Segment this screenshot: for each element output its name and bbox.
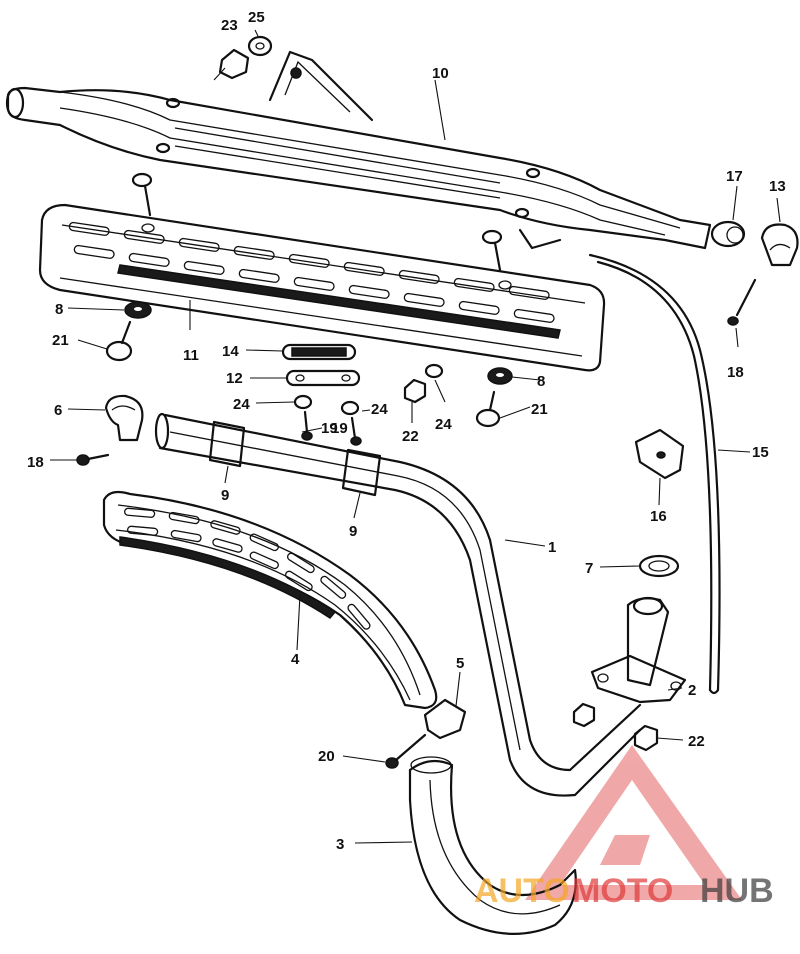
callout-5: 5 bbox=[456, 655, 464, 672]
callout-labels: 1 2 3 4 5 6 7 8 8 9 9 10 11 12 13 14 15 … bbox=[27, 9, 786, 853]
callout-13: 13 bbox=[769, 178, 786, 195]
callout-22-upper: 22 bbox=[402, 428, 419, 445]
tail-sleeve bbox=[710, 220, 746, 248]
pipe-bands bbox=[208, 420, 382, 497]
exhaust-flange bbox=[590, 596, 687, 704]
callout-3: 3 bbox=[336, 836, 344, 853]
callout-15: 15 bbox=[752, 444, 769, 461]
cap-nut bbox=[213, 48, 250, 81]
watermark-inner-mark bbox=[600, 835, 650, 865]
callout-21-right: 21 bbox=[531, 401, 548, 418]
bolt-left-lower bbox=[76, 453, 110, 466]
callout-9-right: 9 bbox=[349, 523, 357, 540]
callout-23: 23 bbox=[221, 17, 238, 34]
callout-7: 7 bbox=[585, 560, 593, 577]
callout-20: 20 bbox=[318, 748, 335, 765]
shield-upper-slots bbox=[68, 221, 555, 323]
callout-12: 12 bbox=[226, 370, 243, 387]
callout-18-left: 18 bbox=[27, 454, 44, 471]
pipe-clamp bbox=[104, 394, 144, 442]
bolt-20 bbox=[385, 733, 427, 769]
callout-2: 2 bbox=[688, 682, 696, 699]
watermark-hub: HUB bbox=[700, 872, 774, 910]
nuts-22-lower bbox=[572, 702, 659, 752]
callout-14: 14 bbox=[222, 343, 239, 360]
callout-1: 1 bbox=[548, 539, 556, 556]
callout-24-a: 24 bbox=[233, 396, 250, 413]
watermark-logo bbox=[525, 745, 742, 900]
washer-7 bbox=[638, 554, 680, 578]
callout-9-left: 9 bbox=[221, 487, 229, 504]
callout-8-left: 8 bbox=[55, 301, 63, 318]
washer-top bbox=[247, 35, 273, 57]
washer-left bbox=[124, 301, 152, 319]
heat-shield-upper bbox=[38, 203, 606, 372]
watermark-auto: AUTO bbox=[474, 872, 570, 910]
shield-lower-slots bbox=[124, 507, 371, 630]
cable bbox=[588, 253, 721, 695]
mount-screws-upper bbox=[131, 172, 512, 290]
watermark-moto: MOTO bbox=[572, 872, 673, 910]
callout-8-right: 8 bbox=[537, 373, 545, 390]
callout-10: 10 bbox=[432, 65, 449, 82]
bolt-right bbox=[727, 278, 757, 326]
watermark-triangle bbox=[525, 745, 742, 900]
callout-24-b: 24 bbox=[371, 401, 388, 418]
callout-21-left: 21 bbox=[52, 332, 69, 349]
callout-22-lower: 22 bbox=[688, 733, 705, 750]
shield-bracket bbox=[423, 698, 467, 740]
bolt-right-lower bbox=[475, 390, 501, 428]
bolts-19 bbox=[301, 410, 362, 446]
washers-24 bbox=[293, 363, 444, 416]
washer-right bbox=[487, 367, 513, 385]
callout-4: 4 bbox=[291, 651, 300, 668]
callout-11: 11 bbox=[183, 347, 199, 364]
callout-24-c: 24 bbox=[435, 416, 452, 433]
callout-16: 16 bbox=[650, 508, 667, 525]
muffler bbox=[5, 50, 712, 250]
bracket bbox=[634, 428, 685, 480]
callout-17: 17 bbox=[726, 168, 743, 185]
callout-6: 6 bbox=[54, 402, 62, 419]
exhaust-pipe bbox=[154, 412, 642, 797]
bolt-left bbox=[105, 320, 133, 362]
gasket-14 bbox=[281, 343, 357, 361]
gasket-12 bbox=[285, 369, 361, 387]
callout-19-left: 19 bbox=[321, 420, 338, 437]
leader-lines bbox=[50, 29, 781, 844]
watermark-text: AUTO MOTO HUB bbox=[474, 872, 774, 910]
pipe-cover-lower bbox=[408, 756, 577, 935]
callout-19-right: 19 bbox=[331, 420, 348, 437]
nut-22-upper bbox=[403, 378, 427, 404]
heat-shield-lower bbox=[102, 490, 438, 710]
callout-25: 25 bbox=[248, 9, 265, 26]
callout-18-right: 18 bbox=[727, 364, 744, 381]
tail-clamp bbox=[760, 223, 799, 267]
